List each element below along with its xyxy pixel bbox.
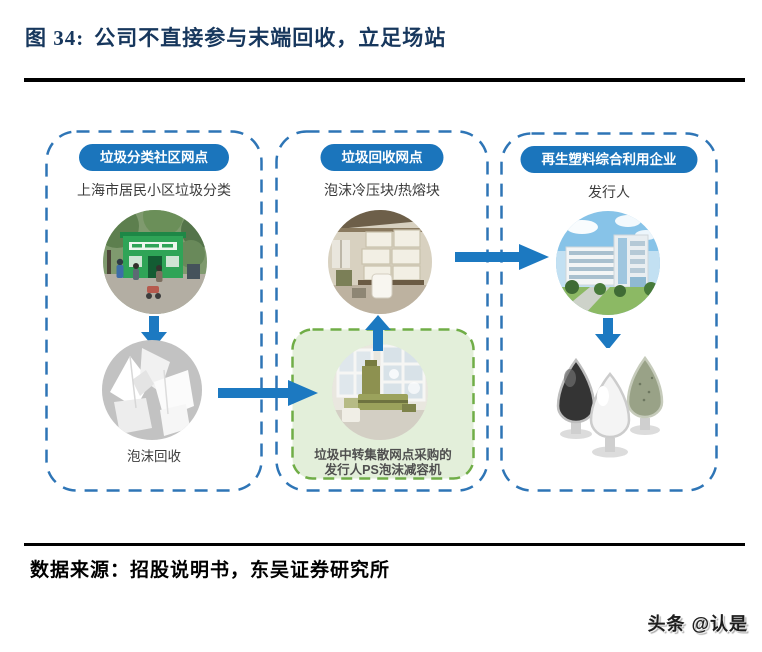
column-recycler-enterprise-box: 再生塑料综合利用企业 发行人 bbox=[500, 132, 718, 492]
figure-title: 公司不直接参与末端回收，立足场站 bbox=[94, 26, 447, 50]
column-header-pill: 垃圾回收网点 bbox=[320, 144, 444, 171]
column-subtitle: 上海市居民小区垃圾分类 bbox=[77, 182, 231, 198]
foam-recycling-caption: 泡沫回收 bbox=[127, 449, 181, 464]
machine-illustration bbox=[332, 344, 428, 440]
recycled-plastic-pellets-photo bbox=[538, 348, 678, 466]
column-subtitle: 泡沫冷压块/热熔块 bbox=[324, 182, 440, 198]
figure-number-label: 图 34: bbox=[25, 26, 85, 50]
right-arrow-icon bbox=[218, 380, 318, 406]
column-header-label: 再生塑料综合利用企业 bbox=[541, 152, 677, 167]
pellet-mounds-illustration bbox=[538, 348, 678, 466]
top-divider-rule bbox=[24, 78, 745, 82]
issuer-factory-photo bbox=[556, 211, 660, 315]
dashed-border bbox=[45, 130, 263, 492]
garbage-station-illustration bbox=[103, 210, 207, 314]
machine-highlight-green-box: 垃圾中转集散网点采购的 发行人PS泡沫减容机 bbox=[291, 328, 475, 480]
compressed-blocks-warehouse-photo bbox=[328, 210, 432, 314]
right-arrow-icon bbox=[455, 244, 549, 270]
down-arrow-icon bbox=[595, 318, 621, 350]
machine-note-line1: 垃圾中转集散网点采购的 bbox=[314, 448, 452, 462]
dashed-border bbox=[275, 130, 489, 492]
column-header-pill: 垃圾分类社区网点 bbox=[79, 144, 229, 171]
dashed-border bbox=[500, 132, 718, 492]
data-source-line: 数据来源：招股说明书，东吴证券研究所 bbox=[30, 560, 391, 581]
machine-note: 垃圾中转集散网点采购的 发行人PS泡沫减容机 bbox=[291, 448, 475, 478]
machine-note-line2: 发行人PS泡沫减容机 bbox=[324, 463, 442, 477]
ps-foam-reduction-machine-photo bbox=[332, 344, 428, 440]
column-header-label: 垃圾分类社区网点 bbox=[100, 150, 208, 165]
column-header-label: 垃圾回收网点 bbox=[341, 150, 423, 165]
bale-warehouse-illustration bbox=[328, 210, 432, 314]
foam-pieces-illustration bbox=[102, 340, 202, 440]
bottom-divider-rule bbox=[24, 543, 745, 546]
column-subtitle: 发行人 bbox=[588, 184, 630, 200]
column-community-sorting-box: 垃圾分类社区网点 上海市居民小区垃圾分类 bbox=[45, 130, 263, 492]
column-header-pill: 再生塑料综合利用企业 bbox=[520, 146, 698, 173]
up-arrow-icon bbox=[365, 315, 391, 351]
toutiao-watermark: 头条 @认是 bbox=[647, 614, 748, 634]
factory-building-illustration bbox=[556, 211, 660, 315]
foam-recycling-photo bbox=[102, 340, 202, 440]
garbage-sorting-station-photo bbox=[103, 210, 207, 314]
figure-title-row: 图 34: 公司不直接参与末端回收，立足场站 bbox=[25, 22, 725, 52]
column-recycling-network-box: 垃圾回收网点 泡沫冷压块/热熔块 bbox=[275, 130, 489, 492]
